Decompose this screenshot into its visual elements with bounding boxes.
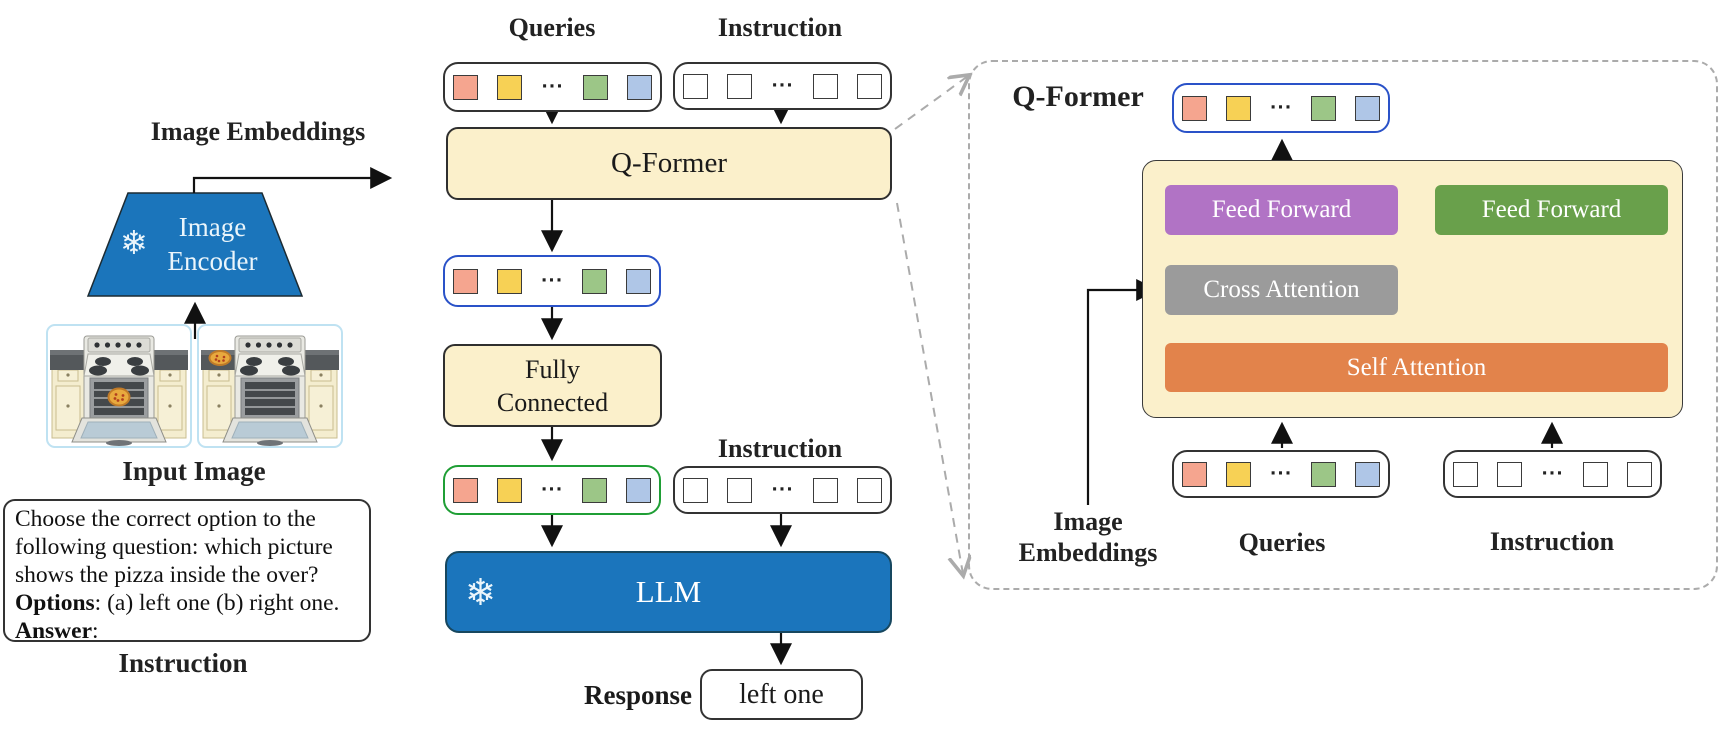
token-square — [452, 477, 478, 503]
instruction-label-left: Instruction — [118, 648, 248, 678]
image-embeddings-line2: Embeddings — [1018, 538, 1158, 567]
queries-token-strip-detail: ··· — [1172, 450, 1390, 498]
instruction-line: Options: (a) left one (b) right one. — [15, 589, 359, 617]
snowflake-icon: ❄ — [120, 223, 148, 262]
instruction-line: shows the pizza inside the over? — [15, 562, 319, 588]
answer-label: Answer — [15, 618, 93, 644]
instruction-text-box: Choose the correct option to the followi… — [3, 499, 371, 645]
qformer-box: Q-Former — [446, 127, 892, 200]
dashed-arrow-bottom — [896, 202, 963, 574]
queries-label-detail: Queries — [1238, 528, 1326, 557]
arrow-image-embeddings — [192, 167, 393, 193]
instruction-token-strip-bottom: ··· — [673, 466, 892, 514]
token-square — [1311, 461, 1337, 487]
qformer-detail-title: Q-Former — [1012, 80, 1144, 113]
ellipsis: ··· — [540, 479, 564, 500]
token-square — [1225, 461, 1251, 487]
token-square — [582, 74, 608, 100]
fully-connected-line2: Connected — [496, 387, 609, 417]
instruction-label-bottom: Instruction — [717, 434, 843, 463]
response-box: left one — [700, 669, 863, 720]
token-square — [683, 73, 709, 99]
instruction-line: Choose the correct option to the — [15, 506, 316, 532]
dashed-arrow-top — [894, 76, 968, 130]
token-square — [812, 477, 838, 503]
llm-label: LLM — [635, 574, 702, 609]
cross-attention-block: Cross Attention — [1165, 265, 1398, 315]
token-square — [1181, 461, 1207, 487]
instruction-line: following question: which picture — [15, 534, 333, 560]
queries-token-strip: ··· — [443, 62, 662, 112]
token-square — [582, 477, 608, 503]
token-square — [1355, 461, 1381, 487]
token-square — [1582, 461, 1608, 487]
token-square — [626, 477, 652, 503]
token-square — [497, 74, 523, 100]
input-image-right — [197, 324, 343, 448]
query-output-tokens-detail: ··· — [1172, 83, 1390, 133]
fully-connected-box: Fully Connected — [443, 344, 662, 427]
token-square — [1497, 461, 1523, 487]
instruction-label-detail: Instruction — [1489, 527, 1615, 556]
token-square — [812, 73, 838, 99]
pizza-on-counter — [208, 350, 232, 366]
snowflake-icon: ❄ — [465, 571, 497, 614]
token-square — [496, 268, 522, 294]
query-output-tokens-qformer: ··· — [443, 255, 661, 307]
ellipsis: ··· — [1269, 97, 1293, 118]
token-square — [1181, 95, 1207, 121]
instruction-token-strip-top: ··· — [673, 62, 892, 110]
token-square — [727, 477, 753, 503]
token-square — [496, 477, 522, 503]
token-square — [1225, 95, 1251, 121]
qformer-detail-panel — [968, 60, 1718, 590]
options-rest: : (a) left one (b) right one. — [94, 590, 340, 616]
token-square — [1626, 461, 1652, 487]
image-embeddings-label: Image Embeddings — [150, 117, 366, 146]
token-square — [727, 73, 753, 99]
answer-rest: : — [92, 618, 99, 644]
llm-box: ❄ LLM — [445, 551, 892, 633]
token-square — [856, 477, 882, 503]
instruction-label-top: Instruction — [717, 13, 843, 42]
feed-forward-right-block: Feed Forward — [1435, 185, 1668, 235]
image-embeddings-line1: Image — [1053, 507, 1123, 536]
query-output-tokens-fc: ··· — [443, 465, 661, 515]
input-image-left — [46, 324, 192, 448]
arrow-image-embeddings-to-ca — [1086, 279, 1159, 505]
token-square — [1311, 95, 1337, 121]
response-label: Response — [583, 680, 692, 710]
pizza-inside-oven — [107, 387, 131, 407]
image-encoder-label: Image Encoder — [150, 210, 275, 278]
fully-connected-line1: Fully — [525, 354, 580, 384]
image-embeddings-label-detail: Image Embeddings — [998, 506, 1178, 568]
options-label: Options — [15, 590, 95, 616]
token-square — [453, 74, 479, 100]
token-square — [1355, 95, 1381, 121]
token-square — [856, 73, 882, 99]
self-attention-block: Self Attention — [1165, 343, 1668, 392]
image-encoder-line2: Encoder — [167, 246, 258, 276]
image-encoder-line1: Image — [178, 212, 247, 242]
feed-forward-left-block: Feed Forward — [1165, 185, 1398, 235]
queries-label-top: Queries — [508, 13, 596, 42]
token-square — [452, 268, 478, 294]
ellipsis: ··· — [541, 76, 564, 97]
instruction-line: Answer: — [15, 617, 359, 645]
token-square — [582, 268, 608, 294]
token-square — [1453, 461, 1479, 487]
input-image-label: Input Image — [122, 456, 266, 486]
token-square — [683, 477, 709, 503]
ellipsis: ··· — [1269, 463, 1293, 484]
token-square — [626, 268, 652, 294]
token-square — [626, 74, 652, 100]
ellipsis: ··· — [771, 75, 794, 96]
ellipsis: ··· — [540, 270, 564, 291]
ellipsis: ··· — [1541, 463, 1564, 484]
image-encoder-trapezoid — [86, 192, 304, 297]
instruction-token-strip-detail: ··· — [1443, 450, 1662, 498]
ellipsis: ··· — [771, 479, 794, 500]
